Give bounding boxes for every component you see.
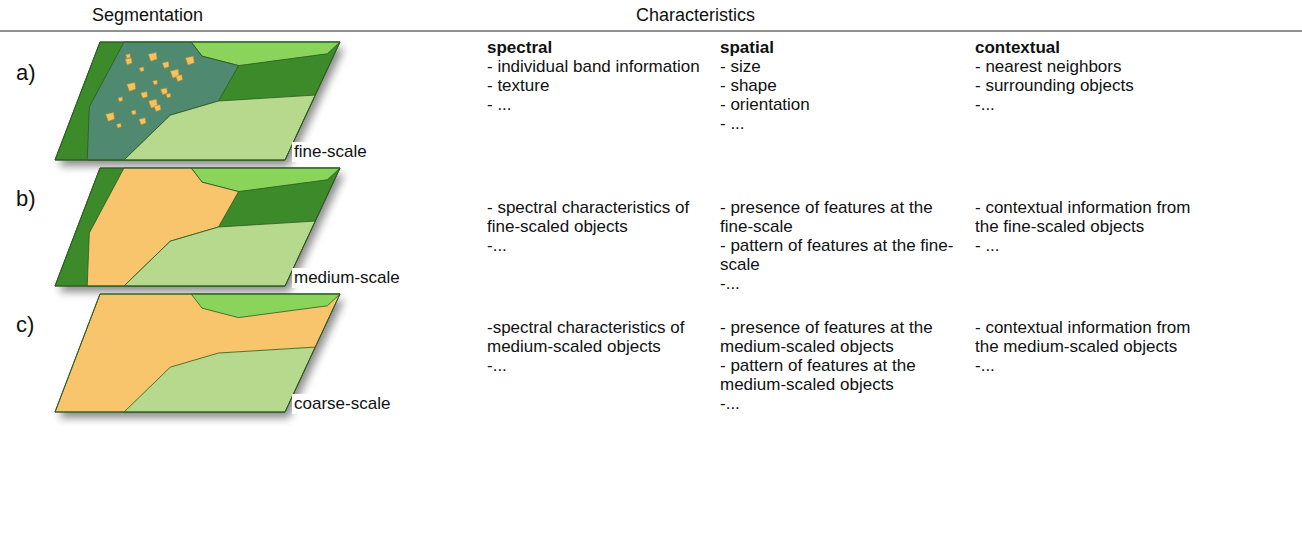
characteristic-item: - pattern of features at the medium-scal… (720, 356, 970, 394)
category-heading: spectral (487, 38, 715, 57)
header-rule (0, 30, 1302, 31)
characteristic-item: -spectral characteristics of medium-scal… (487, 318, 715, 356)
fine-object (127, 82, 136, 91)
land-region (124, 221, 315, 286)
table-cell: spectral- individual band information- t… (487, 38, 715, 114)
characteristic-item: - orientation (720, 95, 970, 114)
fine-object (116, 123, 121, 128)
characteristic-item: -... (487, 356, 715, 375)
characteristic-item: - contextual information from the medium… (975, 318, 1200, 356)
column-header: Characteristics (636, 5, 755, 26)
table-cell: - spectral characteristics of fine-scale… (487, 198, 715, 255)
row-letter: b) (16, 186, 36, 211)
characteristic-item: - ... (720, 114, 970, 133)
characteristic-item: - pattern of features at the fine-scale (720, 236, 970, 274)
table-cell: contextual- nearest neighbors- surroundi… (975, 38, 1200, 114)
fine-object (162, 62, 169, 69)
fine-object (141, 92, 148, 99)
fine-object (161, 88, 168, 95)
table-cell: - presence of features at the medium-sca… (720, 318, 970, 413)
fine-object (139, 67, 144, 72)
characteristic-item: - presence of features at the fine-scale (720, 198, 970, 236)
fine-object (139, 118, 146, 125)
scale-label: medium-scale (292, 268, 402, 288)
characteristic-item: - spectral characteristics of fine-scale… (487, 198, 715, 236)
land-region (124, 95, 315, 160)
table-cell: -spectral characteristics of medium-scal… (487, 318, 715, 375)
fine-object (148, 52, 157, 61)
table-cell: - contextual information from the fine-s… (975, 198, 1200, 255)
characteristic-item: - nearest neighbors (975, 57, 1200, 76)
characteristic-item: -... (487, 236, 715, 255)
fine-object (185, 56, 194, 65)
scale-label: fine-scale (292, 142, 369, 162)
fine-object (176, 75, 183, 82)
characteristic-item: -... (720, 394, 970, 413)
land-region (124, 347, 315, 412)
fine-object (118, 97, 123, 102)
category-heading: spatial (720, 38, 970, 57)
table-cell: - presence of features at the fine-scale… (720, 198, 970, 293)
segmentation-planes (55, 42, 344, 418)
characteristic-item: - contextual information from the fine-s… (975, 198, 1200, 236)
fine-object (131, 110, 136, 115)
characteristic-item: - individual band information (487, 57, 715, 76)
characteristic-item: -... (975, 95, 1200, 114)
column-header: Segmentation (92, 5, 203, 26)
characteristic-item: - texture (487, 76, 715, 95)
fine-object (106, 112, 115, 121)
characteristic-item: -... (720, 274, 970, 293)
table-cell: - contextual information from the medium… (975, 318, 1200, 375)
table-cell: spatial- size- shape- orientation- ... (720, 38, 970, 133)
row-letter: c) (16, 312, 34, 337)
characteristic-item: - ... (487, 95, 715, 114)
characteristic-item: - size (720, 57, 970, 76)
fine-object (125, 58, 132, 65)
land-region (191, 294, 340, 318)
fine-object (154, 105, 161, 112)
category-heading: contextual (975, 38, 1200, 57)
characteristic-item: - surrounding objects (975, 76, 1200, 95)
scale-label: coarse-scale (292, 394, 392, 414)
fine-object (166, 93, 171, 98)
fine-object (153, 80, 158, 85)
characteristic-item: - shape (720, 76, 970, 95)
characteristic-item: -... (975, 356, 1200, 375)
characteristic-item: - ... (975, 236, 1200, 255)
row-letter: a) (16, 60, 36, 85)
characteristic-item: - presence of features at the medium-sca… (720, 318, 970, 356)
fine-object (126, 54, 131, 59)
